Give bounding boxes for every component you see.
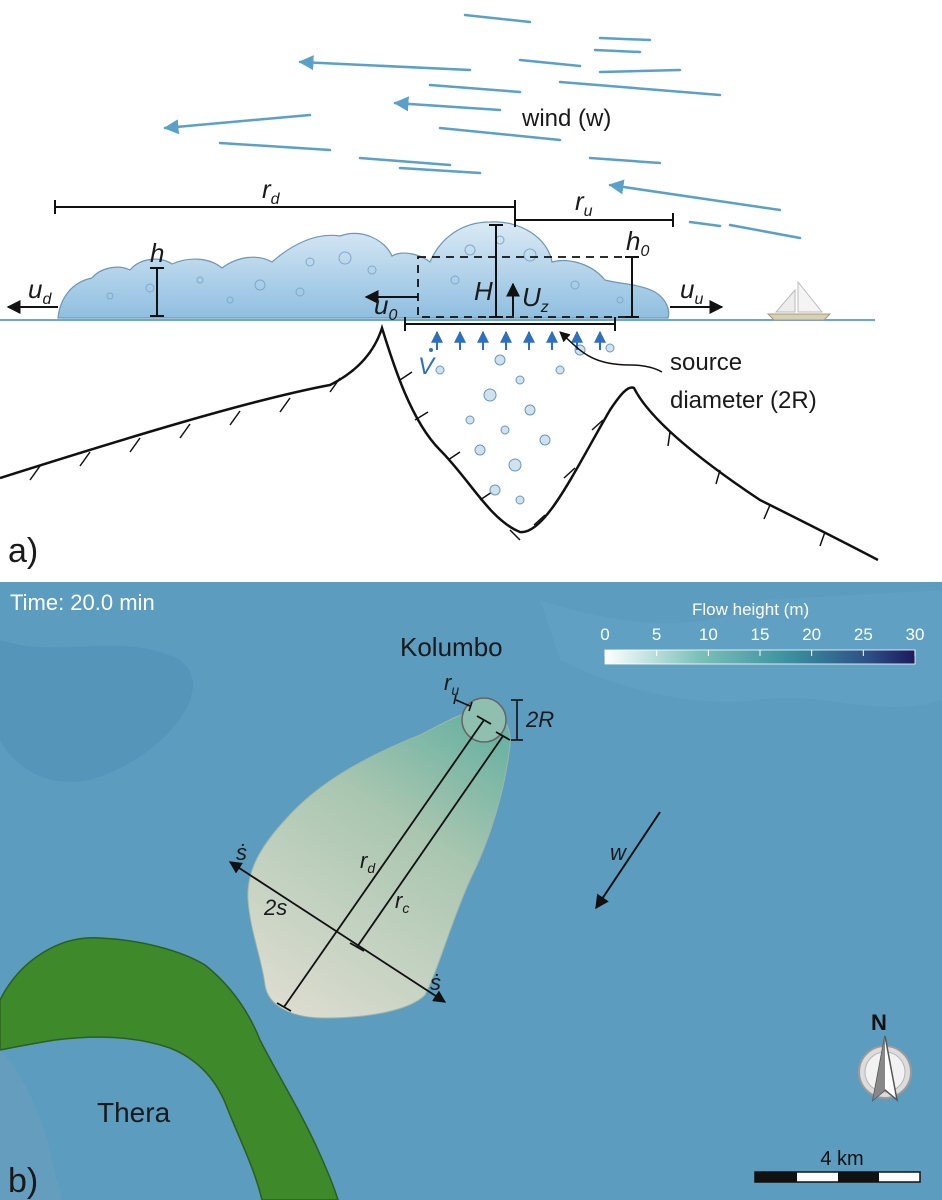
two-s-label: 2s <box>263 895 287 920</box>
colorbar-tick-label: 0 <box>600 625 609 644</box>
colorbar-tick-label: 15 <box>751 625 770 644</box>
rd-label: rd <box>262 174 281 208</box>
source-flux-arrows <box>431 330 606 350</box>
map-w-label: w <box>610 840 628 865</box>
h0-bracket <box>625 256 639 318</box>
h0-label: h0 <box>626 226 649 260</box>
bubble-cloud <box>57 221 670 319</box>
map-wind-arrow <box>595 811 661 910</box>
map-ru-bracket <box>453 694 473 712</box>
panel-b: rd rc 2s ṡ ṡ ru 2R w Kolumbo Thera <box>0 582 942 1200</box>
colorbar-tick-label: 30 <box>906 625 925 644</box>
wind-streaks <box>163 13 802 240</box>
vent-bubbles <box>435 343 615 505</box>
source-pointer <box>559 331 663 373</box>
source-label-line1: source <box>670 349 742 376</box>
colorbar-title: Flow height (m) <box>692 600 809 619</box>
colorbar-tick-label: 25 <box>854 625 873 644</box>
seafloor-hatching <box>29 371 826 547</box>
scale-label: 4 km <box>820 1148 863 1170</box>
colorbar: Flow height (m) 0 5 10 15 20 25 30 <box>600 600 924 665</box>
colorbar-tick-label: 5 <box>652 625 661 644</box>
h-bracket <box>150 267 164 317</box>
sailboat-icon <box>766 280 832 321</box>
H-label: H <box>474 276 493 306</box>
wind-label: wind (w) <box>521 105 611 132</box>
colorbar-tick-label: 20 <box>802 625 821 644</box>
source-bracket <box>404 317 616 331</box>
rd-tick-top <box>476 715 492 725</box>
panel-a: wind (w) <box>0 13 879 570</box>
sea-background <box>0 582 942 1200</box>
scale-bar: 4 km <box>754 1148 921 1183</box>
north-arrow-icon: N <box>858 1010 912 1102</box>
colorbar-tick-label: 10 <box>699 625 718 644</box>
uu-label: uu <box>680 274 703 308</box>
ru-label: ru <box>575 186 593 220</box>
u0-label: u0 <box>374 290 397 324</box>
colorbar-ticks: 0 5 10 15 20 25 30 <box>600 625 924 656</box>
thera-island <box>0 937 339 1200</box>
seafloor-profile <box>0 323 879 562</box>
rd-bracket <box>54 200 516 214</box>
thera-shelf <box>0 1050 62 1200</box>
thera-label: Thera <box>97 1097 171 1128</box>
uz-label: Uz <box>522 282 549 316</box>
panel-a-label: a) <box>8 532 38 570</box>
two-R-label: 2R <box>525 707 554 732</box>
s-dot-right-label: ṡ <box>430 970 441 995</box>
H-bracket <box>489 224 503 318</box>
north-label: N <box>871 1010 887 1035</box>
h-label: h <box>150 238 164 268</box>
kolumbo-label: Kolumbo <box>400 632 503 662</box>
bathymetry-shade-2 <box>540 590 942 708</box>
v-dot-label: V <box>418 353 436 380</box>
map-ru-label: ru <box>444 670 459 698</box>
ru-bracket <box>514 213 674 227</box>
ud-label: ud <box>28 274 52 308</box>
bathymetry-shade <box>0 640 193 782</box>
map-2R-bracket <box>511 699 523 741</box>
s-dot-left-label: ṡ <box>236 840 247 865</box>
source-label-line2: diameter (2R) <box>670 387 817 414</box>
spread-line <box>228 861 447 1003</box>
rd-tick-bottom <box>276 1002 292 1012</box>
v-dot-mark <box>429 348 433 352</box>
panel-b-label: b) <box>8 1162 38 1200</box>
cloud-bubbles <box>106 235 624 304</box>
time-label: Time: 20.0 min <box>10 590 155 615</box>
rc-tick-top <box>495 731 511 741</box>
